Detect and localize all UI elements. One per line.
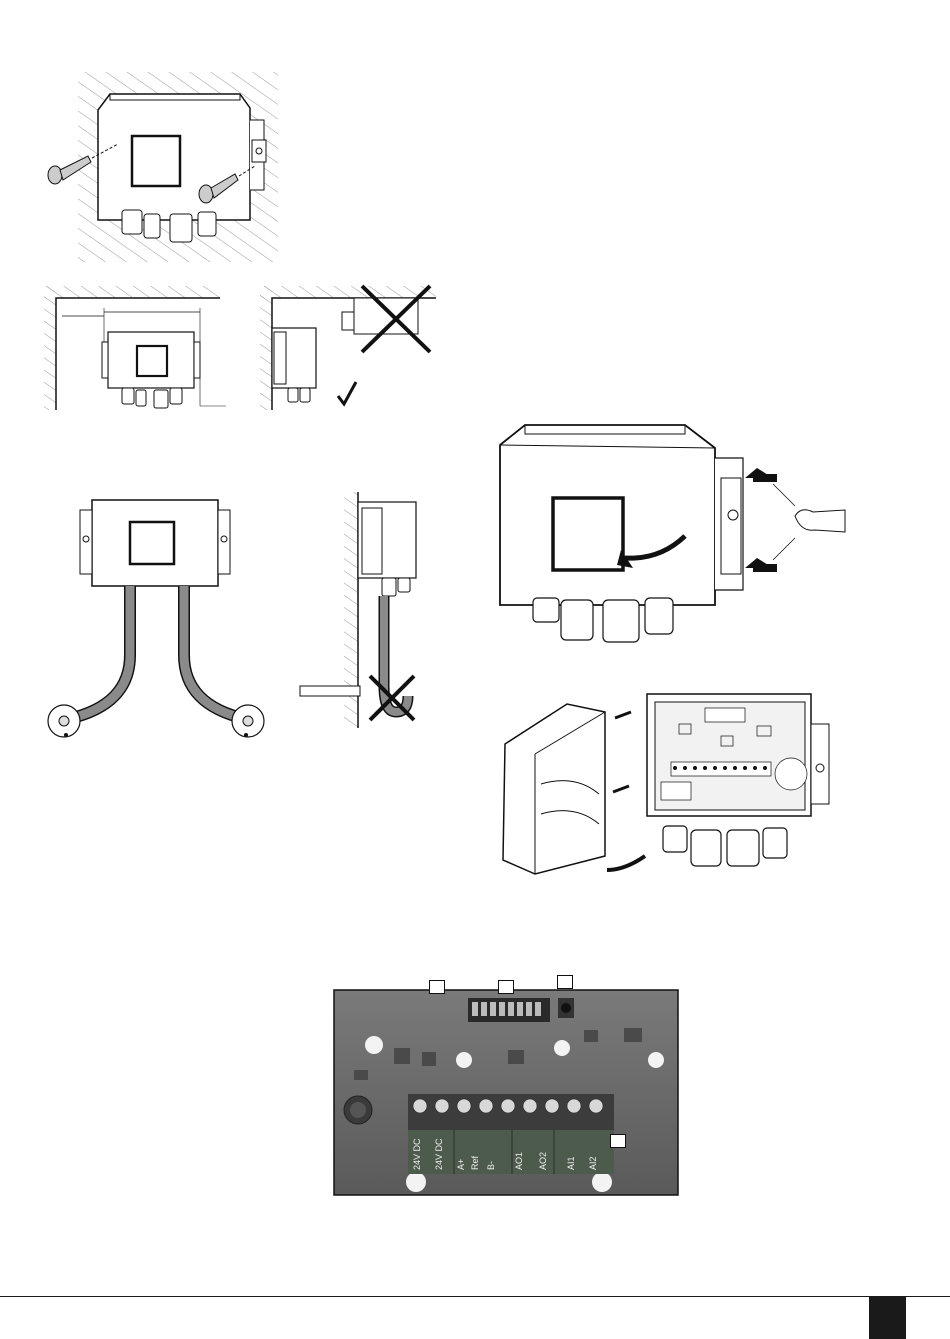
terminal-label: 24V DC <box>434 1138 444 1170</box>
callout-box-2 <box>498 980 514 994</box>
hand-icon <box>795 510 845 532</box>
terminal-label: AI2 <box>588 1156 598 1170</box>
callout-box-3 <box>557 975 573 989</box>
corner-mounting-figure <box>258 282 438 414</box>
wall-mount-screws-figure <box>40 70 285 265</box>
callout-box-1 <box>429 980 445 994</box>
cover-removed-figure <box>495 684 850 884</box>
press-arrow-icon <box>745 468 777 572</box>
cable-routing-figure <box>40 495 290 745</box>
page-number-tab <box>869 1296 906 1339</box>
callout-box-4 <box>610 1134 626 1148</box>
terminal-label: AI1 <box>566 1156 576 1170</box>
terminal-label: A+ <box>456 1159 466 1170</box>
terminal-label: 24V DC <box>412 1138 422 1170</box>
cable-loop-wrong-figure <box>298 490 443 730</box>
terminal-label: Ref <box>470 1155 480 1170</box>
footer-rule <box>0 1296 950 1297</box>
terminal-label: AO2 <box>538 1152 548 1170</box>
terminal-label: AO1 <box>514 1152 524 1170</box>
clearance-dimensions-figure <box>40 282 230 414</box>
check-icon <box>338 382 356 404</box>
cover-release-figure <box>495 420 850 650</box>
terminal-label: B- <box>486 1161 496 1170</box>
pcb-photo-figure: 24V DC 24V DC A+ Ref B- AO1 AO2 AI1 AI2 <box>334 990 678 1195</box>
